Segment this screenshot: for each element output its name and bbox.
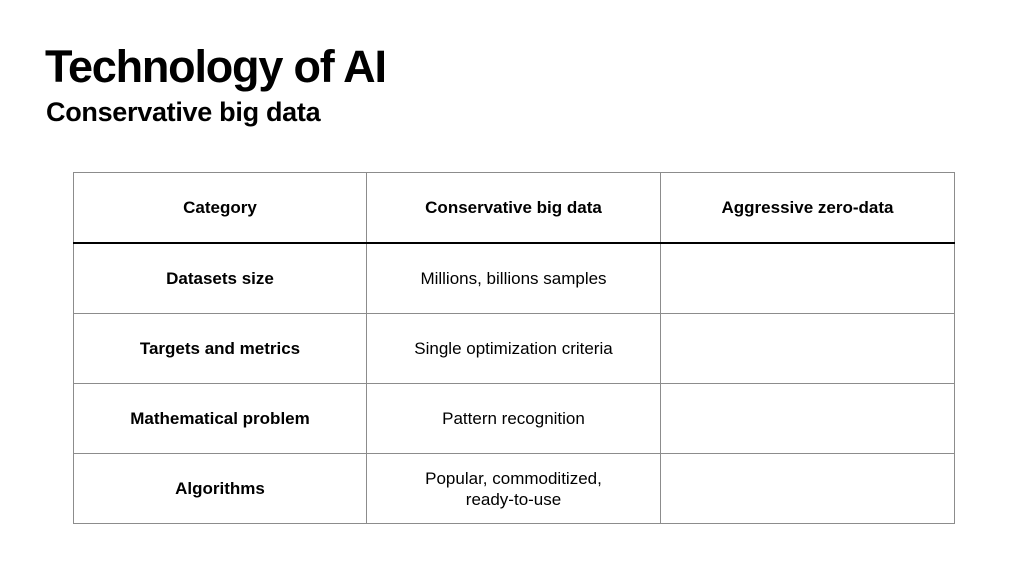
row-category-cell: Algorithms — [73, 453, 367, 524]
aggressive-cell — [660, 383, 955, 454]
table-row: Targets and metrics Single optimization … — [73, 313, 955, 384]
aggressive-cell — [660, 242, 955, 314]
row-category-cell: Targets and metrics — [73, 313, 367, 384]
aggressive-cell — [660, 453, 955, 524]
slide-subtitle: Conservative big data — [46, 97, 321, 127]
column-header-conservative: Conservative big data — [366, 172, 661, 244]
conservative-cell: Single optimization criteria — [366, 313, 661, 384]
row-category-cell: Mathematical problem — [73, 383, 367, 454]
aggressive-cell — [660, 313, 955, 384]
row-category-cell: Datasets size — [73, 242, 367, 314]
conservative-cell: Millions, billions samples — [366, 242, 661, 314]
table-row: Mathematical problem Pattern recognition — [73, 383, 955, 454]
column-header-category: Category — [73, 172, 367, 244]
table-row: Algorithms Popular, commoditized, ready-… — [73, 453, 955, 524]
comparison-table: Category Conservative big data Aggressiv… — [73, 172, 955, 524]
conservative-cell: Pattern recognition — [366, 383, 661, 454]
column-header-aggressive: Aggressive zero-data — [660, 172, 955, 244]
table-header-row: Category Conservative big data Aggressiv… — [73, 172, 955, 244]
conservative-cell: Popular, commoditized, ready-to-use — [366, 453, 661, 524]
table-row: Datasets size Millions, billions samples — [73, 242, 955, 314]
slide-title: Technology of AI — [45, 41, 387, 92]
